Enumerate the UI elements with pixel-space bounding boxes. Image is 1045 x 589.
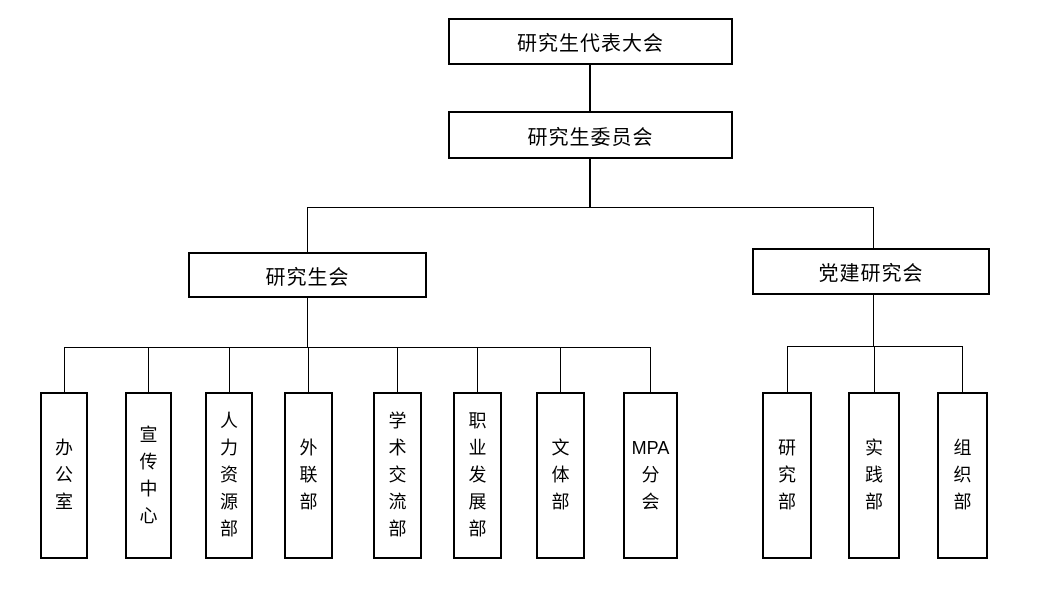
connector-drop-party-research [873, 207, 874, 248]
node-practice-dept: 实 践 部 [848, 392, 900, 559]
connector-drop-career-development [477, 347, 478, 392]
connector-committee-riser [589, 159, 591, 207]
connector-drop-academic-exchange [397, 347, 398, 392]
connector-drop-culture-sports [560, 347, 561, 392]
connector-bus-level3 [307, 207, 873, 208]
node-publicity-center-label: 宣 传 中 心 [139, 424, 158, 526]
node-external-relations-dept: 外 联 部 [284, 392, 333, 559]
connector-bus-union-children [64, 347, 651, 348]
node-hr-dept-label: 人 力 资 源 部 [220, 411, 238, 539]
connector-drop-graduate-union [307, 207, 308, 252]
node-congress: 研究生代表大会 [448, 18, 733, 65]
node-hr-dept: 人 力 资 源 部 [205, 392, 253, 559]
connector-party-riser [873, 295, 874, 346]
connector-drop-organization-dept [962, 346, 963, 392]
node-congress-label: 研究生代表大会 [517, 33, 664, 55]
connector-drop-research-dept [787, 346, 788, 392]
node-office-label: 办 公 室 [55, 438, 73, 512]
node-committee: 研究生委员会 [448, 111, 733, 159]
node-culture-sports-dept: 文 体 部 [536, 392, 585, 559]
node-graduate-union: 研究生会 [188, 252, 427, 298]
node-research-dept: 研 究 部 [762, 392, 812, 559]
node-committee-label: 研究生委员会 [527, 126, 654, 149]
node-career-development-dept-label: 职 业 发 展 部 [468, 411, 487, 539]
connector-drop-mpa-branch [650, 347, 651, 392]
node-publicity-center: 宣 传 中 心 [125, 392, 172, 559]
node-organization-dept-label: 组 织 部 [953, 438, 972, 512]
node-office: 办 公 室 [40, 392, 88, 559]
connector-drop-publicity-center [148, 347, 149, 392]
node-practice-dept-label: 实 践 部 [865, 438, 883, 512]
connector-congress-committee [589, 65, 591, 111]
node-mpa-branch: MPA 分 会 [623, 392, 678, 559]
node-mpa-branch-label: MPA 分 会 [631, 438, 670, 512]
node-organization-dept: 组 织 部 [937, 392, 988, 559]
connector-drop-office [64, 347, 65, 392]
node-culture-sports-dept-label: 文 体 部 [551, 438, 570, 512]
node-academic-exchange-dept-label: 学 术 交 流 部 [388, 411, 407, 539]
connector-union-riser [307, 298, 308, 347]
node-research-dept-label: 研 究 部 [778, 438, 796, 512]
node-graduate-union-label: 研究生会 [265, 266, 350, 289]
connector-drop-practice-dept [874, 346, 875, 392]
connector-drop-hr-dept [229, 347, 230, 392]
connector-drop-external-relations [308, 347, 309, 392]
node-career-development-dept: 职 业 发 展 部 [453, 392, 502, 559]
node-party-research-label: 党建研究会 [818, 263, 924, 285]
node-external-relations-dept-label: 外 联 部 [299, 438, 318, 512]
node-party-research: 党建研究会 [752, 248, 990, 295]
node-academic-exchange-dept: 学 术 交 流 部 [373, 392, 422, 559]
